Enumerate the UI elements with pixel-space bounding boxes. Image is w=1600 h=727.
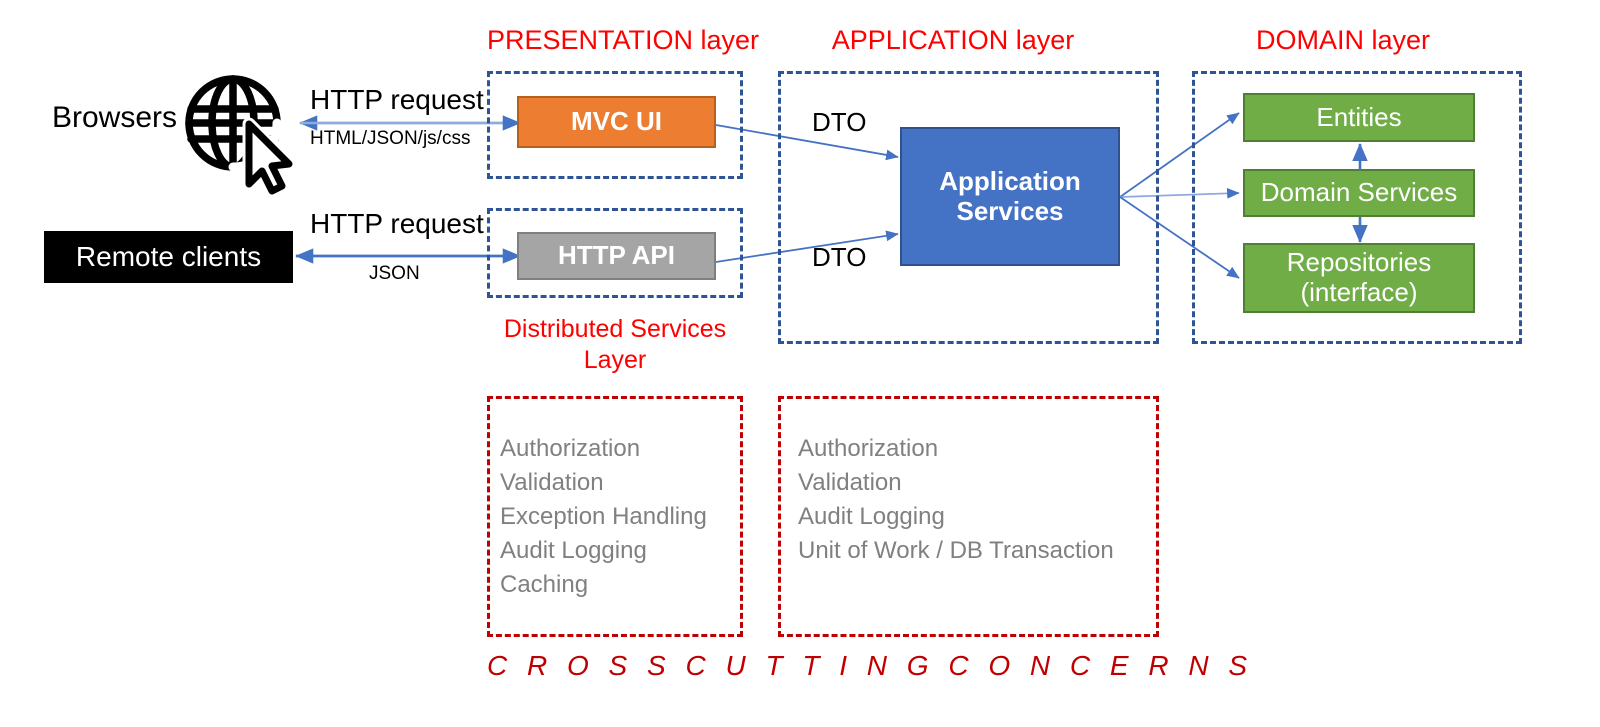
- remote-clients-box: Remote clients: [44, 231, 293, 283]
- application-services-box: Application Services: [900, 127, 1120, 266]
- application-services-label-line2: Services: [956, 195, 1064, 226]
- application-concerns-list: Authorization Validation Audit Logging U…: [798, 435, 1114, 565]
- domain-layer-heading: DOMAIN layer: [1255, 25, 1431, 55]
- distributed-services-layer-heading: Distributed Services Layer: [487, 314, 743, 377]
- repositories-box: Repositories (interface): [1243, 243, 1475, 313]
- entities-box: Entities: [1243, 93, 1475, 142]
- browser-response-label: HTML/JSON/js/css: [310, 128, 471, 149]
- globe-cursor-icon: [185, 75, 296, 198]
- domain-services-box: Domain Services: [1243, 169, 1475, 217]
- remote-response-label: JSON: [369, 263, 420, 284]
- dsl-heading-line1: Distributed Services: [503, 315, 727, 343]
- http-api-box: HTTP API: [517, 232, 716, 280]
- cross-cutting-concerns-banner: C R O S S C U T T I N G C O N C E R N S: [487, 650, 1254, 681]
- dto-top-label: DTO: [812, 107, 867, 137]
- presentation-layer-api-container: [487, 208, 743, 298]
- presentation-layer-heading: PRESENTATION layer: [487, 25, 760, 55]
- browsers-label: Browsers: [52, 101, 178, 134]
- dto-bottom-label: DTO: [812, 242, 867, 272]
- application-concerns-box: Authorization Validation Audit Logging U…: [778, 396, 1159, 637]
- distributed-services-concerns-list: Authorization Validation Exception Handl…: [500, 435, 707, 599]
- application-layer-heading: APPLICATION layer: [831, 25, 1075, 55]
- application-layer-container: [778, 71, 1159, 344]
- distributed-services-concerns-box: Authorization Validation Exception Handl…: [487, 396, 743, 637]
- application-services-label-line1: Application: [939, 165, 1081, 196]
- remote-http-request-label: HTTP request: [310, 208, 484, 239]
- domain-layer-container: [1192, 71, 1522, 344]
- repositories-label-line1: Repositories: [1286, 247, 1432, 278]
- browser-http-request-label: HTTP request: [310, 84, 484, 115]
- presentation-layer-mvc-container: [487, 71, 743, 179]
- dsl-heading-line2: Layer: [583, 346, 647, 375]
- repositories-label-line2: (interface): [1300, 277, 1418, 307]
- mvc-ui-box: MVC UI: [517, 96, 716, 148]
